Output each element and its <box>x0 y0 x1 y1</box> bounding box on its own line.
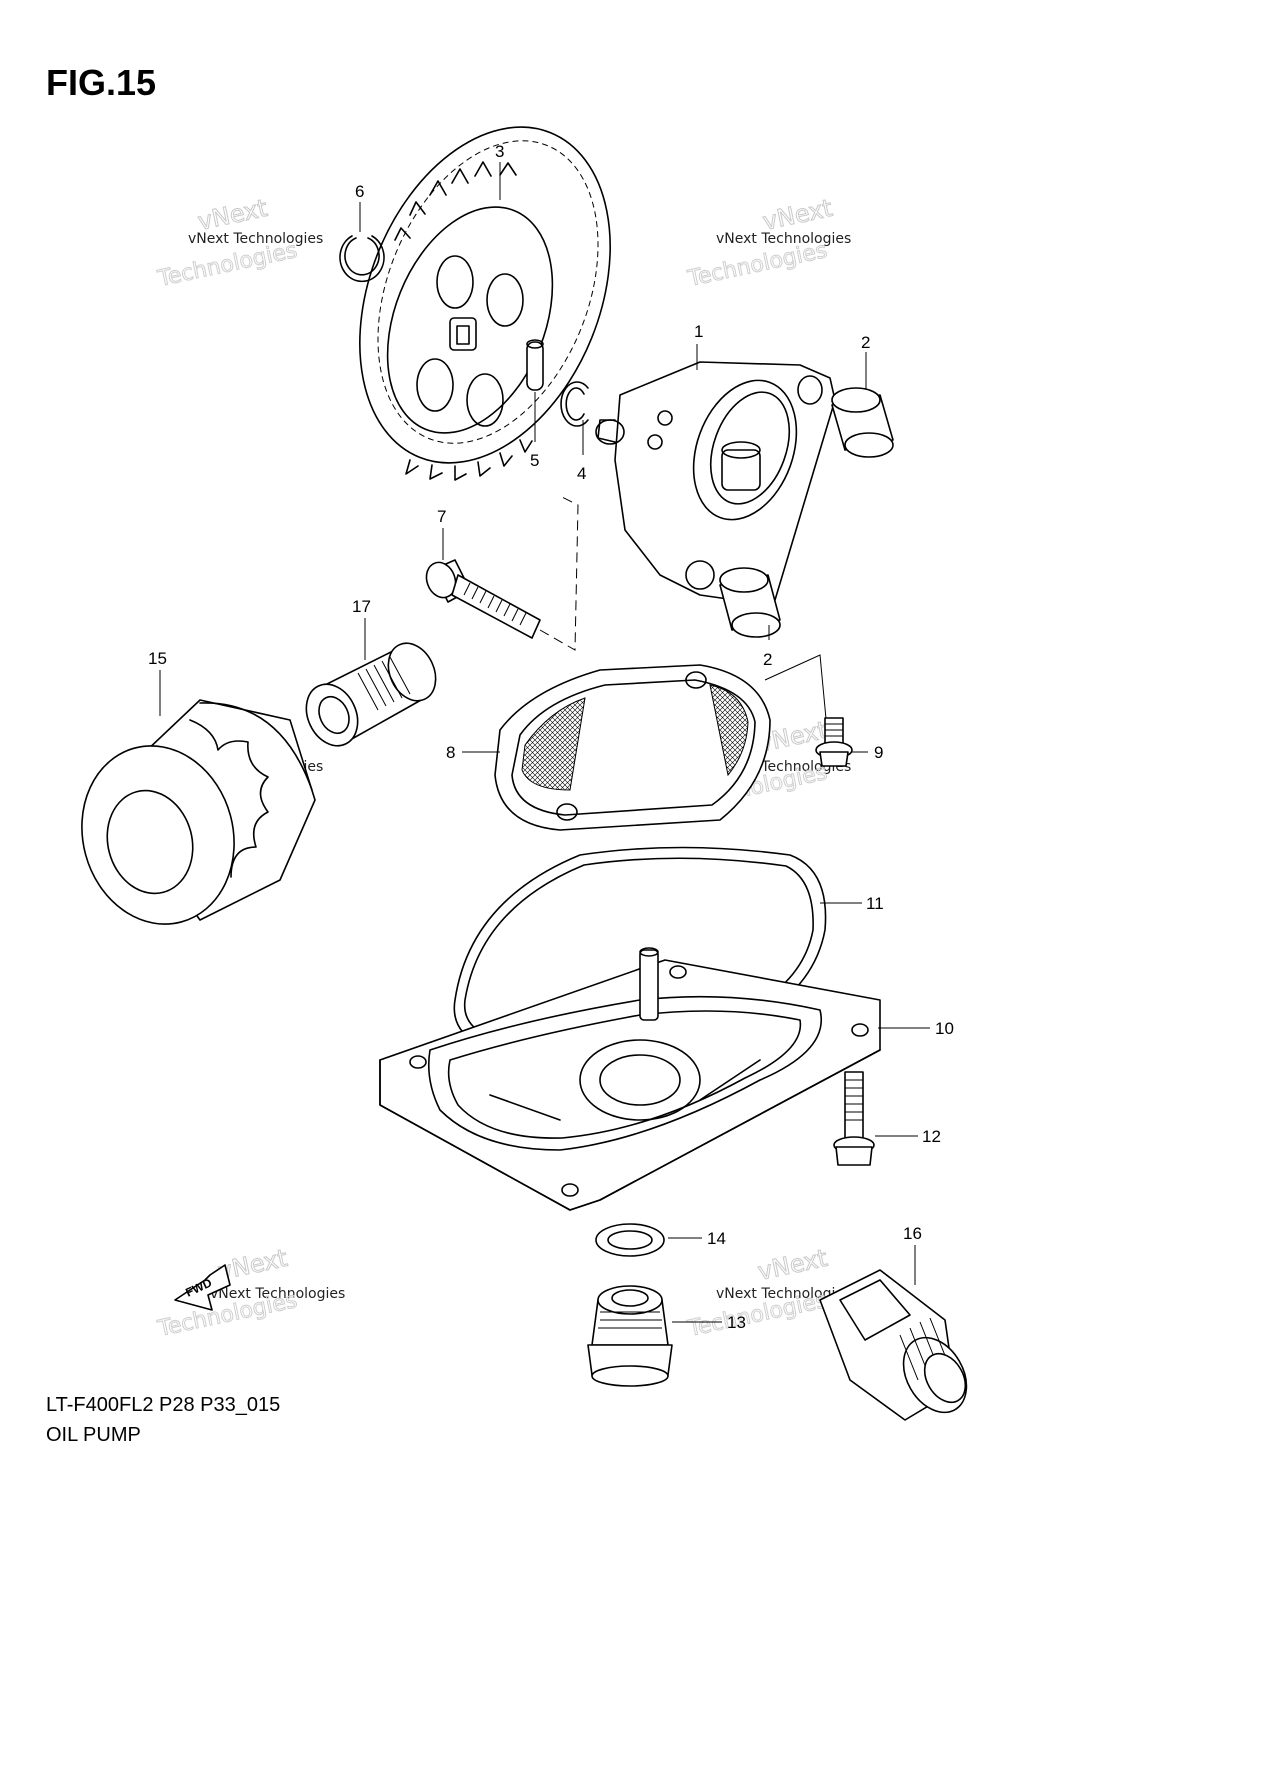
callout-6: 6 <box>355 182 364 201</box>
callout-leaders <box>159 162 930 1323</box>
callout-13: 13 <box>727 1313 746 1332</box>
part-7-bolt <box>425 559 541 639</box>
watermark-text: vNext Technologies <box>716 1286 851 1302</box>
part-5-pin <box>526 339 544 391</box>
callout-12: 12 <box>922 1127 941 1146</box>
part-14-gasket <box>595 1223 665 1257</box>
watermark-text: vNext Technologies <box>716 231 851 247</box>
watermark-top-left: vNext vNext Technologies Technologies <box>155 193 324 292</box>
callout-2-upper: 2 <box>861 333 870 352</box>
callout-3: 3 <box>495 142 504 161</box>
figure-title: FIG.15 <box>46 62 157 103</box>
callout-8: 8 <box>446 743 455 762</box>
callout-10: 10 <box>935 1019 954 1038</box>
watermark-text: vNext <box>195 194 269 236</box>
watermark-text: vNext Technologies <box>188 231 323 247</box>
callout-labels: 1 2 2 3 4 5 6 7 8 9 10 11 12 13 14 15 16… <box>148 142 954 1332</box>
callout-17: 17 <box>352 597 371 616</box>
callout-1: 1 <box>694 322 703 341</box>
callout-16: 16 <box>903 1224 922 1243</box>
part-6-circlip <box>339 235 385 283</box>
model-code: LT-F400FL2 P28 P33_015 <box>46 1394 281 1416</box>
watermark-bottom-left: vNext vNext Technologies Technologies <box>155 1243 346 1342</box>
part-1-oil-pump-body <box>595 361 836 601</box>
callout-7: 7 <box>437 507 446 526</box>
guide-lines <box>539 494 829 741</box>
watermark-text: vNext Technologies <box>210 1286 345 1302</box>
part-2-dowel-lower <box>719 567 781 638</box>
watermark-text: vNext <box>760 194 834 236</box>
callout-5: 5 <box>530 451 539 470</box>
callout-9: 9 <box>874 743 883 762</box>
part-8-oil-strainer <box>494 664 771 831</box>
callout-4: 4 <box>577 464 586 483</box>
callout-15: 15 <box>148 649 167 668</box>
watermark-bottom-right: vNext vNext Technologies Technologies <box>685 1243 852 1342</box>
callout-2-lower: 2 <box>763 650 772 669</box>
part-17-oil-filter-union <box>305 642 437 747</box>
part-13-drain-plug <box>587 1285 673 1387</box>
watermark-top-right: vNext vNext Technologies Technologies <box>685 193 852 292</box>
part-2-dowel-upper <box>831 387 894 458</box>
callout-11: 11 <box>866 894 884 913</box>
callout-14: 14 <box>707 1229 726 1248</box>
watermark-text: vNext <box>755 1244 829 1286</box>
part-15-oil-filter <box>81 699 316 925</box>
part-4-eclip <box>560 381 589 427</box>
part-10-oil-pan <box>379 947 881 1211</box>
part-3-driven-gear <box>359 126 611 481</box>
diagram-name: OIL PUMP <box>46 1424 141 1446</box>
part-16-oil-pressure-switch <box>819 1269 968 1421</box>
part-12-bolt <box>833 1071 875 1166</box>
part-9-screw <box>815 717 853 767</box>
